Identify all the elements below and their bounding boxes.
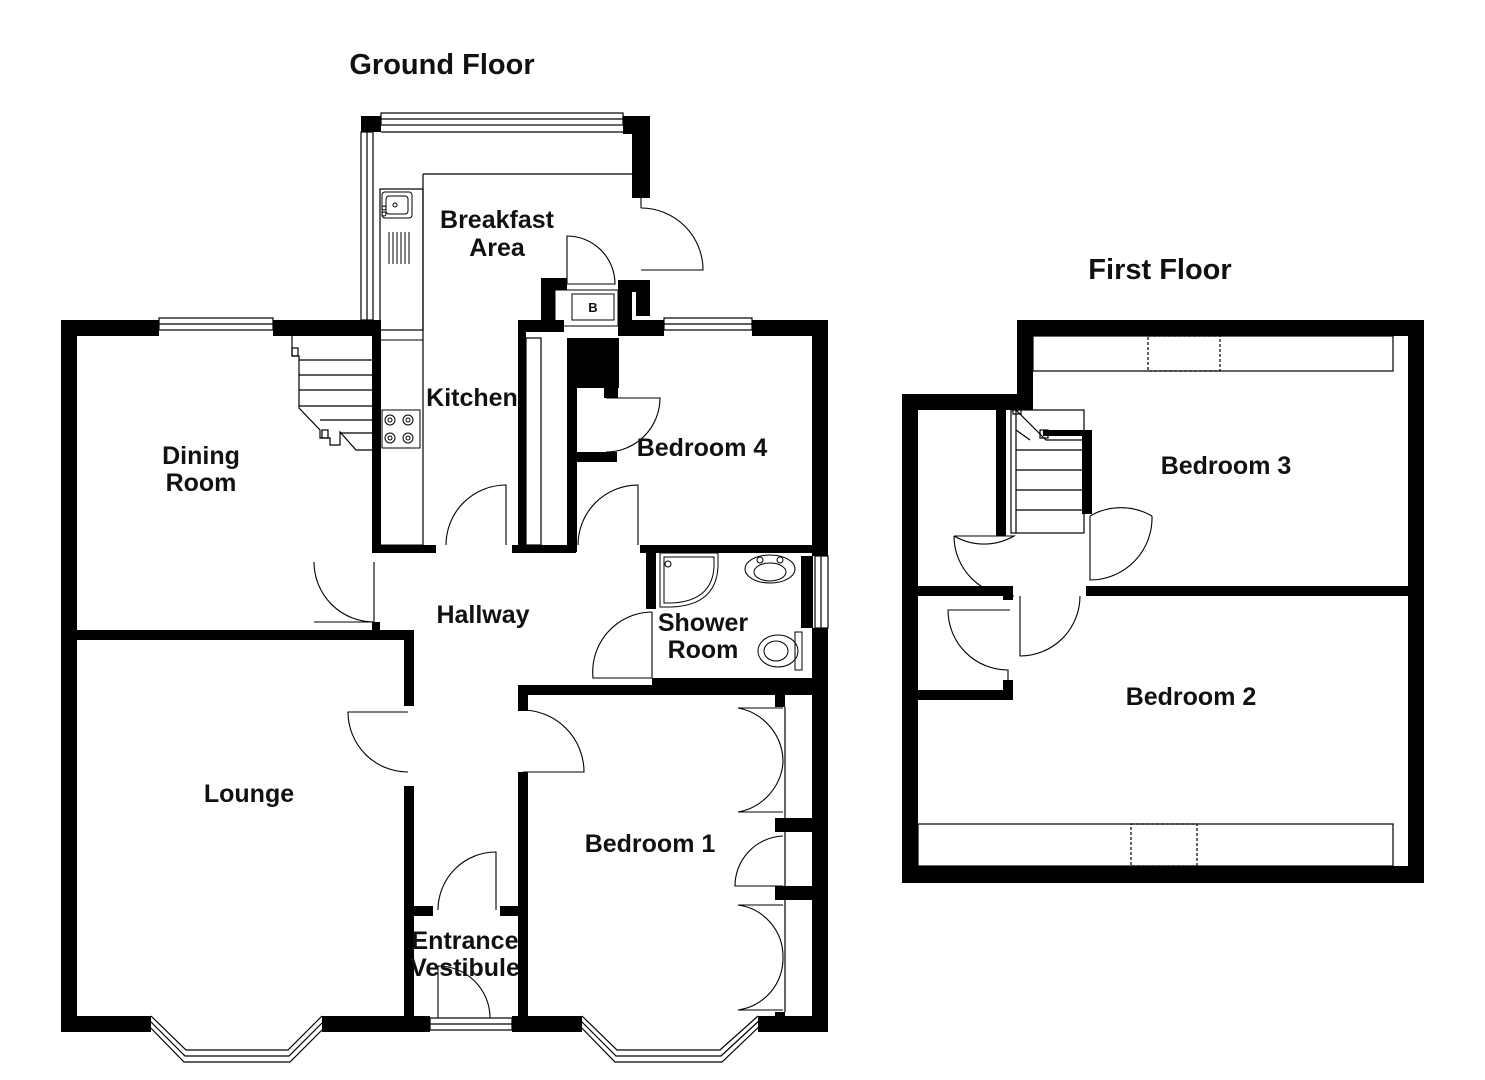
entrance-vestibule-label-line2: Vestibule bbox=[410, 954, 520, 982]
bedroom-3-label: Bedroom 3 bbox=[1161, 452, 1292, 480]
ground-floor-plan: B bbox=[61, 49, 829, 1063]
shower-room-fittings bbox=[659, 552, 803, 671]
ground-floor-stairs bbox=[291, 336, 372, 451]
entrance-vestibule-label-line1: Entrance bbox=[412, 927, 519, 955]
breakfast-area-label-line2: Area bbox=[469, 234, 526, 262]
bedroom-4-label: Bedroom 4 bbox=[637, 434, 768, 462]
first-floor-doors bbox=[947, 507, 1153, 680]
ground-floor-labels: Ground Floor Breakfast Area Kitchen Dini… bbox=[162, 49, 767, 982]
hallway-label: Hallway bbox=[436, 601, 529, 629]
first-floor-internal-walls bbox=[918, 410, 1416, 700]
first-floor-windows bbox=[917, 335, 1394, 867]
shower-room-label-line1: Shower bbox=[658, 609, 749, 637]
ground-floor-title: Ground Floor bbox=[349, 49, 534, 81]
ground-floor-outer-walls bbox=[61, 116, 828, 1032]
boiler-cupboard: B bbox=[554, 289, 619, 327]
first-floor-outer-walls bbox=[902, 320, 1424, 883]
ground-floor-internal-walls bbox=[61, 131, 828, 1032]
bay-windows bbox=[144, 1015, 765, 1063]
ground-floor-doors bbox=[313, 198, 784, 1019]
dining-room-label-line1: Dining bbox=[162, 442, 240, 470]
first-floor-plan: First Floor Bedroom 3 Bedroom 2 bbox=[902, 254, 1424, 883]
bedroom-1-label: Bedroom 1 bbox=[585, 830, 716, 858]
breakfast-area-label-line1: Breakfast bbox=[440, 206, 555, 234]
kitchen-label: Kitchen bbox=[426, 384, 518, 412]
first-floor-title: First Floor bbox=[1088, 254, 1231, 286]
kitchen-fittings bbox=[379, 191, 424, 546]
shower-room-label-line2: Room bbox=[668, 636, 739, 664]
boiler-label: B bbox=[588, 300, 597, 315]
sink-drainer bbox=[388, 232, 410, 264]
first-floor-stairs bbox=[1010, 405, 1085, 534]
lounge-label: Lounge bbox=[204, 780, 294, 808]
bedroom-2-label: Bedroom 2 bbox=[1126, 683, 1257, 711]
ground-floor-windows bbox=[158, 112, 829, 1031]
dining-room-label-line2: Room bbox=[166, 469, 237, 497]
hob bbox=[381, 409, 421, 449]
first-floor-labels: First Floor Bedroom 3 Bedroom 2 bbox=[1088, 254, 1291, 711]
